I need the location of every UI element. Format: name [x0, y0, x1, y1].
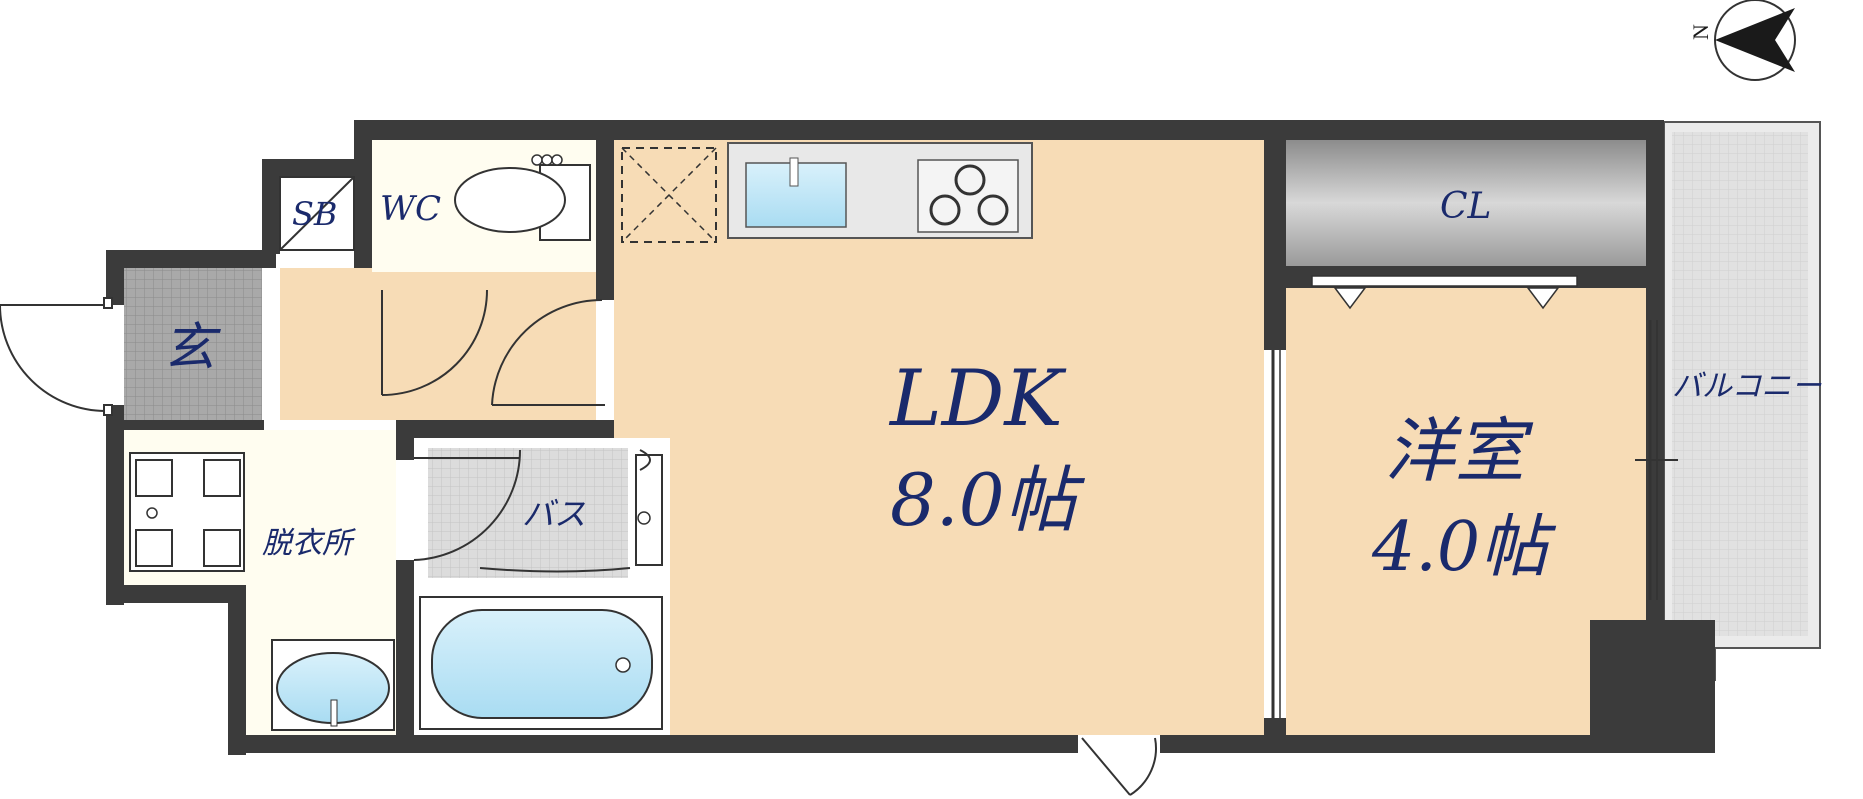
kitchen-counter: [727, 142, 1033, 239]
wash-basin: [271, 639, 395, 731]
toilet: [454, 154, 591, 241]
fridge-space: [621, 147, 717, 243]
ldk-size: 8.0帖: [890, 458, 1086, 542]
bathtub: [419, 596, 663, 730]
compass: N: [1688, 0, 1796, 81]
closet-label: CL: [1440, 186, 1491, 227]
shoebox-label: SB: [292, 195, 337, 233]
balcony-label: バルコニー: [1672, 369, 1822, 404]
ldk-floor: [614, 140, 1264, 735]
western-label: 洋室: [1385, 410, 1534, 492]
wc-label: WC: [380, 189, 441, 229]
bath-label: バス: [522, 495, 586, 533]
dressing-label: 脱衣所: [262, 526, 356, 561]
entrance-label: 玄: [163, 318, 221, 378]
closet: [1286, 140, 1646, 266]
compass-north-label: N: [1688, 24, 1713, 40]
balcony: [1663, 121, 1821, 681]
ldk-label: LDK: [888, 354, 1067, 444]
washing-machine: [129, 452, 245, 572]
entrance-floor: [124, 268, 262, 420]
doors: [0, 289, 1678, 796]
western-size: 4.0帖: [1371, 508, 1557, 587]
western-floor: [1286, 288, 1646, 735]
